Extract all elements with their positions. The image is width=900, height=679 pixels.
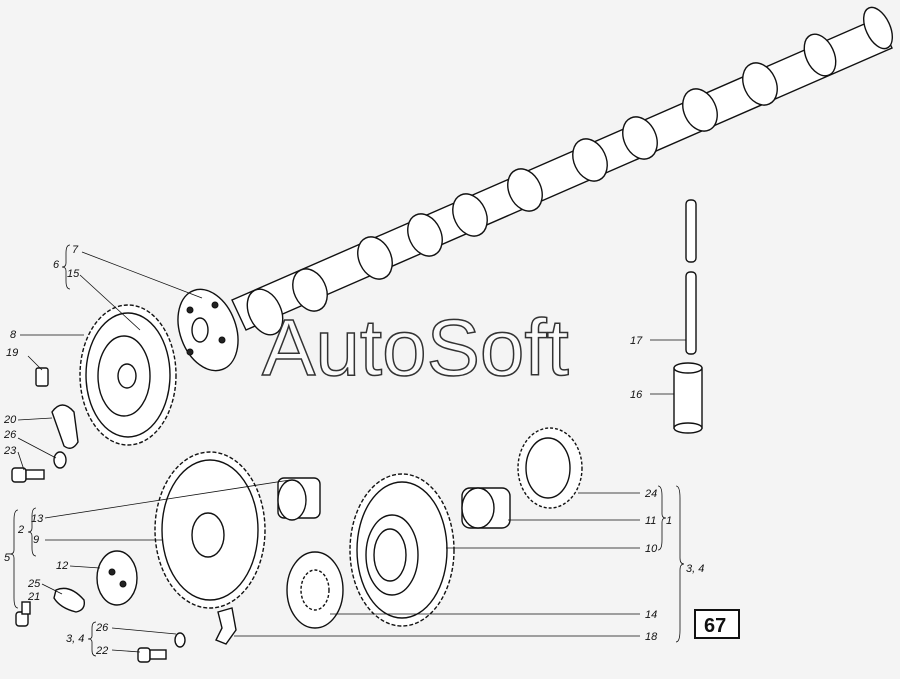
callout-5: 5	[4, 552, 11, 564]
callout-20: 20	[3, 414, 17, 426]
camshaft-gear	[79, 304, 177, 446]
callout-24: 24	[644, 488, 657, 500]
bushing	[673, 362, 703, 434]
bolt-bottom	[137, 647, 167, 663]
drive-gear	[349, 473, 455, 627]
camshaft-flange	[177, 288, 239, 372]
leader-lines	[9, 244, 686, 657]
bracket	[215, 607, 237, 645]
callout-10: 10	[645, 543, 658, 555]
idler-bushing	[277, 477, 321, 521]
page-number: 67	[704, 615, 726, 637]
callout-3-4-left: 3, 4	[66, 633, 84, 645]
callout-3-4-right: 3, 4	[686, 563, 704, 575]
camshaft	[231, 6, 894, 336]
callout-9: 9	[33, 534, 39, 546]
callout-11: 11	[645, 515, 656, 527]
callout-19: 19	[6, 347, 18, 359]
callout-2: 2	[17, 524, 24, 536]
lock-plate	[51, 404, 79, 449]
lock-plate-small	[53, 587, 86, 613]
callout-7: 7	[72, 244, 79, 256]
callout-labels: 7 15 6 8 19 20 26 23 17 16 13 9 2 5 12 2…	[3, 244, 704, 657]
callout-26-bottom: 26	[95, 622, 109, 634]
callout-1: 1	[666, 515, 672, 527]
woodruff-key	[35, 367, 49, 387]
callout-14: 14	[645, 609, 657, 621]
callout-15: 15	[67, 268, 80, 280]
callout-25: 25	[27, 578, 41, 590]
callout-13: 13	[31, 513, 44, 525]
page-number-box: 67	[694, 609, 740, 639]
thrust-plate	[96, 550, 138, 606]
pin	[685, 199, 697, 355]
callout-26-top: 26	[3, 429, 17, 441]
callout-8: 8	[10, 329, 17, 341]
washer-bottom	[174, 632, 186, 648]
washer	[53, 451, 67, 469]
callout-17: 17	[630, 335, 643, 347]
roller-bearing	[517, 427, 583, 509]
callout-16: 16	[630, 389, 643, 401]
watermark: AutoSoft	[262, 303, 569, 392]
spline-disc	[286, 551, 344, 629]
idler-gear	[154, 451, 266, 609]
callout-6: 6	[53, 259, 60, 271]
gear-bushing	[461, 487, 511, 529]
callout-18: 18	[645, 631, 658, 643]
callout-23: 23	[3, 445, 17, 457]
bolt-small	[15, 601, 31, 627]
callout-12: 12	[56, 560, 68, 572]
bolt	[11, 467, 45, 483]
callout-21: 21	[27, 591, 40, 603]
callout-22: 22	[95, 645, 108, 657]
